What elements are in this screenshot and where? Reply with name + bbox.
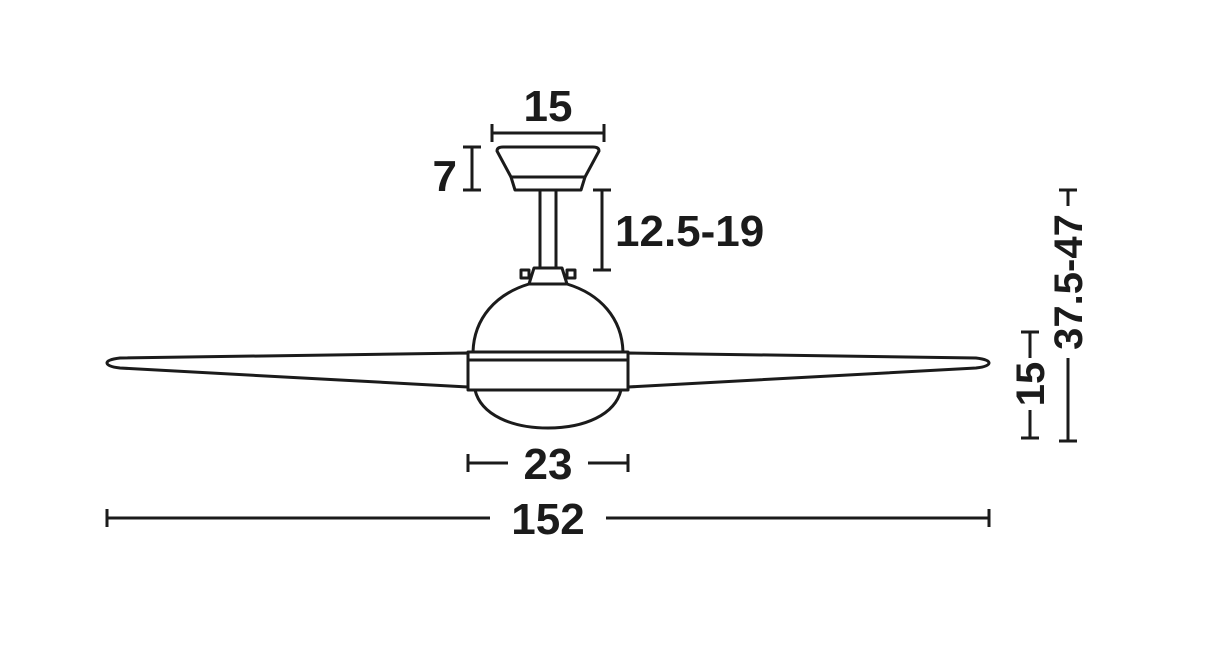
dim-canopy-height	[463, 145, 481, 192]
label-blade-span: 152	[511, 495, 584, 544]
motor-band	[466, 350, 630, 392]
label-downrod-length: 12.5-19	[615, 207, 764, 256]
label-body-height: 15	[1009, 362, 1053, 407]
blade-right	[626, 351, 991, 389]
label-canopy-width: 15	[524, 82, 573, 131]
motor-housing	[471, 282, 625, 354]
label-canopy-height: 7	[433, 152, 457, 201]
ceiling-fan-drawing	[105, 145, 991, 430]
blade-left	[105, 351, 470, 389]
dimension-labels: 15 7 12.5-19 15 37.5-47 23 152	[433, 82, 1091, 544]
dim-canopy-width	[490, 124, 606, 142]
coupling-screw-right	[565, 268, 577, 280]
dim-downrod-length	[593, 188, 611, 272]
dim-blade-span	[105, 509, 991, 527]
light-diffuser	[473, 388, 623, 430]
label-light-width: 23	[524, 440, 573, 489]
dimension-lines	[105, 124, 1077, 527]
canopy-collar	[509, 175, 587, 192]
dim-light-width	[466, 454, 630, 472]
dim-body-height	[1021, 330, 1039, 440]
coupling-screw-left	[519, 268, 531, 280]
dim-total-height	[1059, 188, 1077, 443]
downrod	[538, 188, 558, 270]
coupling	[527, 266, 569, 286]
canopy	[495, 145, 601, 179]
label-total-height: 37.5-47	[1047, 214, 1091, 350]
